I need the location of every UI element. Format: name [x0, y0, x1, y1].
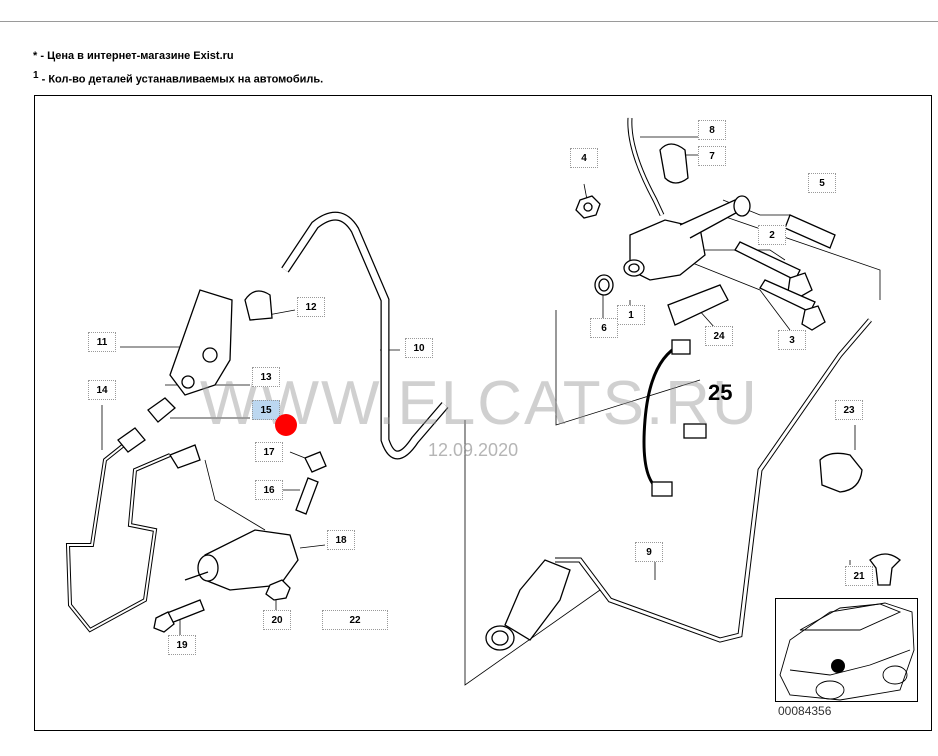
callout-6[interactable]: 6	[590, 318, 618, 338]
pin-shape	[784, 214, 836, 249]
callout-11[interactable]: 11	[88, 332, 116, 352]
master-cylinder-shape	[623, 195, 751, 281]
callout-4[interactable]: 4	[570, 148, 598, 168]
clip-shape	[819, 452, 863, 493]
nut-20-shape	[265, 579, 291, 601]
wiring-harness-shape	[642, 343, 681, 492]
callout-14[interactable]: 14	[88, 380, 116, 400]
callout-7[interactable]: 7	[698, 146, 726, 166]
reservoir-hose-shape	[627, 117, 665, 217]
callout-24[interactable]: 24	[705, 326, 733, 346]
callout-20[interactable]: 20	[263, 610, 291, 630]
legend-star: *	[33, 50, 38, 62]
vehicle-locator-inset	[775, 598, 918, 702]
callout-12[interactable]: 12	[297, 297, 325, 317]
rivet-shape	[869, 553, 901, 586]
cap-shape	[659, 143, 689, 184]
legend-one: 1	[33, 70, 39, 81]
callout-22[interactable]: 22	[322, 610, 388, 630]
legend-price-text: - Цена в интернет-магазине Exist.ru	[40, 50, 234, 62]
seal-ring-shape	[594, 274, 614, 296]
watermark-date: 12.09.2020	[428, 440, 519, 460]
callout-8[interactable]: 8	[698, 120, 726, 140]
diagram-frame	[34, 95, 932, 731]
callout-17[interactable]: 17	[255, 442, 283, 462]
legend-price: * - Цена в интернет-магазине Exist.ru	[33, 50, 234, 62]
document-number: 00084356	[778, 704, 832, 718]
callout-21[interactable]: 21	[845, 566, 873, 586]
callout-10[interactable]: 10	[405, 338, 433, 358]
bracket-shape	[169, 289, 233, 396]
dust-cap-shape	[304, 451, 327, 473]
fitting-shape	[147, 397, 176, 423]
nut-shape	[575, 195, 601, 219]
car-silhouette	[779, 602, 915, 701]
callout-23[interactable]: 23	[835, 400, 863, 420]
label-25: 25	[708, 380, 733, 405]
legend-qty-text: - Кол-во деталей устанавливаемых на авто…	[41, 73, 324, 86]
callout-13[interactable]: 13	[252, 367, 280, 387]
callout-16[interactable]: 16	[255, 480, 283, 500]
callout-3[interactable]: 3	[778, 330, 806, 350]
header-divider	[0, 21, 938, 22]
bolt-2-shape	[734, 241, 801, 281]
legend-qty: 1 - Кол-во деталей устанавливаемых на ав…	[33, 70, 323, 86]
sleeve-shape	[244, 290, 273, 321]
callout-15[interactable]: 15	[252, 400, 280, 420]
selected-part-marker[interactable]	[275, 414, 297, 436]
bolt-3-shape	[759, 279, 816, 313]
switch-shape	[667, 284, 729, 326]
callout-9[interactable]: 9	[635, 542, 663, 562]
callout-2[interactable]: 2	[758, 225, 786, 245]
callout-18[interactable]: 18	[327, 530, 355, 550]
callout-1[interactable]: 1	[617, 305, 645, 325]
callout-19[interactable]: 19	[168, 635, 196, 655]
callout-5[interactable]: 5	[808, 173, 836, 193]
bleed-screw-shape	[295, 477, 319, 515]
slave-cylinder-shape	[204, 529, 299, 591]
coupling-boot-shape	[504, 559, 571, 641]
